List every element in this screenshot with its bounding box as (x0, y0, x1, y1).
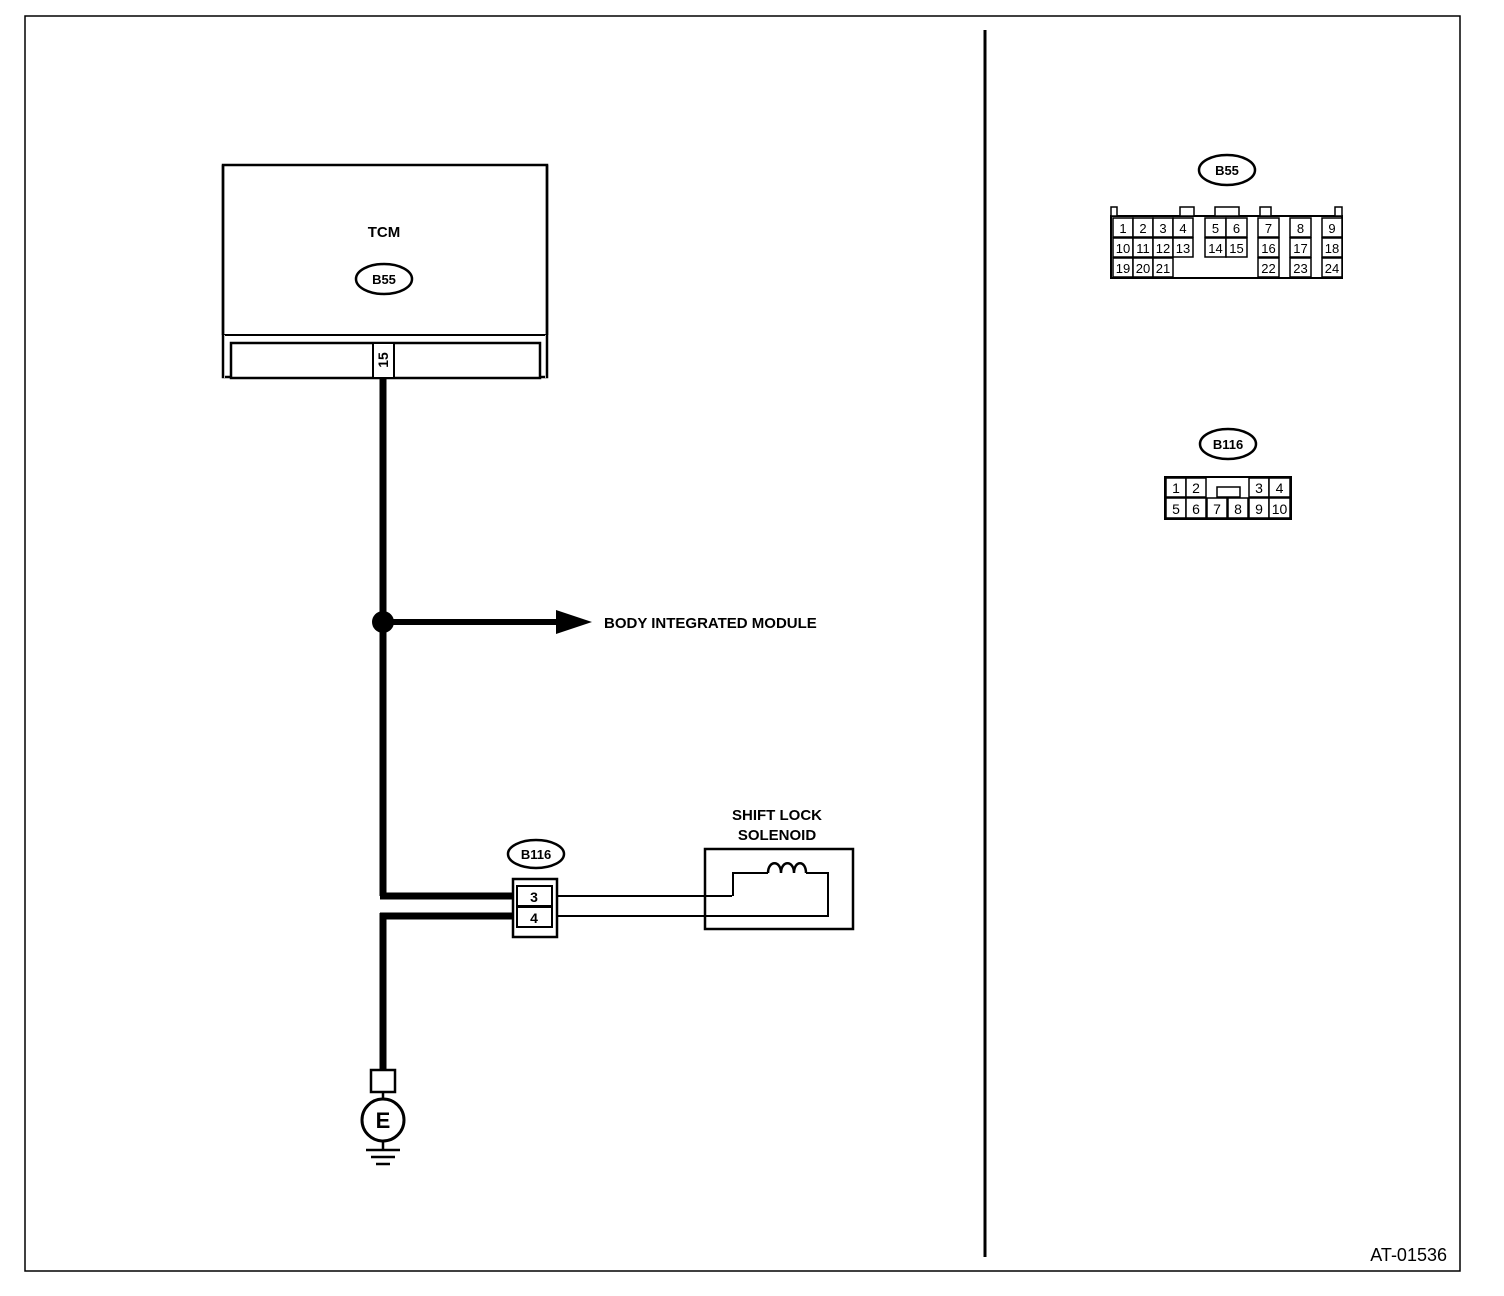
pin-number-15: 15 (1229, 241, 1243, 256)
tcm-connector-label: B55 (372, 272, 396, 287)
b55-face-label: B55 (1215, 163, 1239, 178)
pin-cell (1321, 237, 1343, 258)
pin-number-18: 18 (1325, 241, 1339, 256)
pin-number-20: 20 (1136, 261, 1150, 276)
pin-number-7: 7 (1213, 501, 1221, 517)
pin-number-1: 1 (1119, 221, 1126, 236)
pin-cell (1321, 217, 1343, 238)
b55-face-badge (1197, 153, 1257, 187)
pin-number-10: 10 (1116, 241, 1130, 256)
solenoid-label-line2: SOLENOID (738, 827, 817, 844)
pin-cell (1268, 477, 1291, 498)
pin-number-24: 24 (1325, 261, 1339, 276)
pin-number-6: 6 (1233, 221, 1240, 236)
b116-badge-label: B116 (521, 847, 551, 862)
pin-number-13: 13 (1176, 241, 1190, 256)
pin-number-3: 3 (1255, 480, 1263, 496)
pin-cell (1172, 237, 1194, 258)
junction-destination-label: BODY INTEGRATED MODULE (604, 615, 817, 632)
pin-cell (1268, 497, 1291, 519)
pin-number-22: 22 (1261, 261, 1275, 276)
pin-number-19: 19 (1116, 261, 1130, 276)
branch-arrow-head (556, 610, 592, 634)
pin-cell (1321, 257, 1343, 278)
pin-cell (1225, 217, 1248, 238)
pin-number-8: 8 (1234, 501, 1242, 517)
pin-cell (1257, 237, 1280, 258)
pin-cell (1185, 497, 1207, 519)
b116-face-label: B116 (1213, 437, 1243, 452)
pin-cell (1289, 237, 1312, 258)
pin-number-5: 5 (1212, 221, 1219, 236)
tcm-pin-15: 15 (375, 352, 391, 368)
ground-label: E (376, 1108, 391, 1133)
pin-cell (1257, 257, 1280, 278)
solenoid-label-line1: SHIFT LOCK (732, 807, 822, 824)
pin-cell (1289, 257, 1312, 278)
pin-number-8: 8 (1297, 221, 1304, 236)
pin-number-16: 16 (1261, 241, 1275, 256)
shift-lock-solenoid: SHIFT LOCK SOLENOID (703, 807, 855, 931)
pin-number-21: 21 (1156, 261, 1170, 276)
pin-cell (1257, 217, 1280, 238)
pin-number-9: 9 (1328, 221, 1335, 236)
pin-number-9: 9 (1255, 501, 1263, 517)
pin-cell (1206, 497, 1228, 519)
pin-number-23: 23 (1293, 261, 1307, 276)
pin-cell (1172, 217, 1194, 238)
pin-number-3: 3 (1159, 221, 1166, 236)
pin-number-11: 11 (1136, 241, 1150, 256)
pin-number-7: 7 (1265, 221, 1272, 236)
pin-number-17: 17 (1293, 241, 1307, 256)
pin-number-5: 5 (1172, 501, 1180, 517)
pin-number-10: 10 (1272, 501, 1288, 517)
pin-number-12: 12 (1156, 241, 1170, 256)
pin-number-1: 1 (1172, 480, 1180, 496)
b116-pin-4: 4 (530, 910, 538, 926)
pin-number-4: 4 (1276, 480, 1284, 496)
pin-number-2: 2 (1139, 221, 1146, 236)
pin-cell (1152, 257, 1174, 278)
pin-cell (1227, 497, 1249, 519)
pin-number-14: 14 (1208, 241, 1222, 256)
b116-pin-3: 3 (530, 889, 538, 905)
solenoid-coil-icon (766, 862, 808, 874)
pin-number-2: 2 (1192, 480, 1200, 496)
pin-cell (1289, 217, 1312, 238)
b116-badge (506, 838, 566, 870)
pin-number-4: 4 (1179, 221, 1186, 236)
tcm-module: 15 TCM B55 (221, 163, 549, 380)
b116-face-badge (1198, 427, 1258, 461)
pin-cell (1225, 237, 1248, 258)
harness-wires (372, 378, 592, 1070)
solenoid-wires (557, 872, 829, 917)
tcm-label: TCM (368, 224, 401, 241)
pin-cell (1185, 477, 1207, 498)
b116-connector: B116 3 4 (506, 838, 566, 939)
page-frame (24, 15, 1461, 1272)
pin-number-6: 6 (1192, 501, 1200, 517)
ground-point: E (360, 1068, 406, 1166)
figure-id: AT-01536 (1370, 1245, 1447, 1265)
tcm-connector-badge (354, 262, 414, 296)
